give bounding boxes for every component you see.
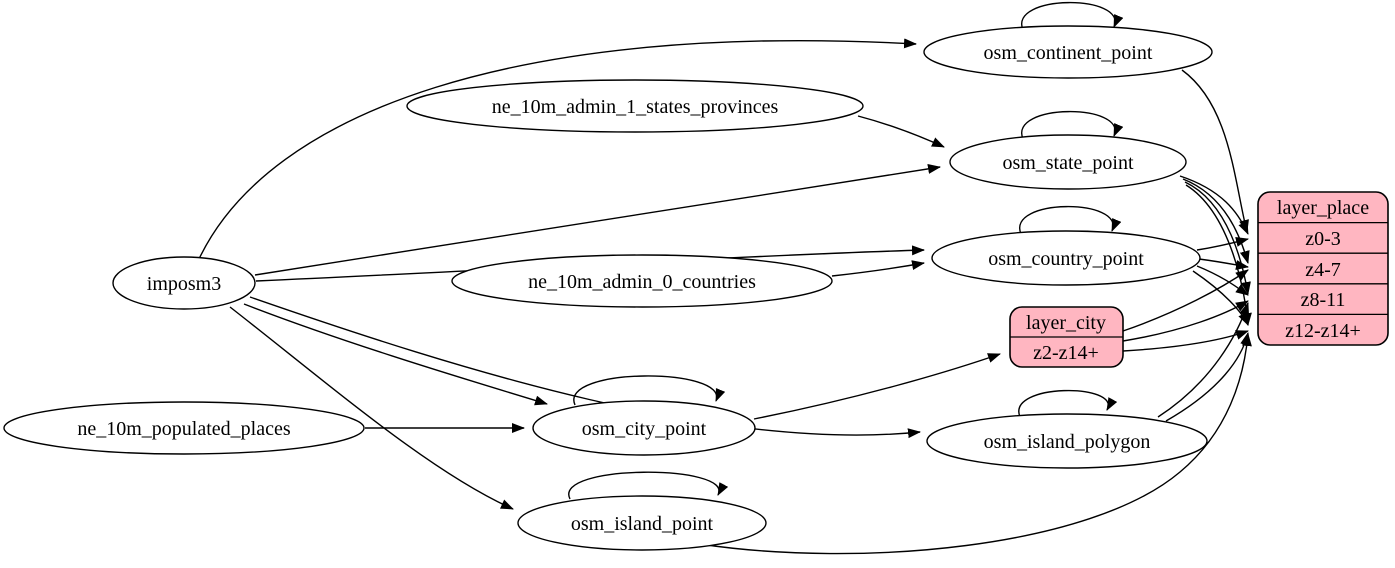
osm-country-ellipse [931, 230, 1201, 286]
osm-state-label: osm_state_point [1002, 152, 1134, 174]
edge-state-layerplace-z0-3 [1179, 175, 1249, 235]
node-osm-state-point: osm_state_point [949, 134, 1187, 190]
layer-place-row-z8-11: z8-11 [1301, 289, 1346, 311]
osm-island-point-ellipse [517, 495, 767, 551]
imposm3-ellipse [112, 256, 256, 310]
layer-place-row-z4-7: z4-7 [1305, 259, 1341, 281]
edge-country-layerplace-z4-7 [1198, 258, 1249, 270]
edge-city-layercity-z2-z14 [753, 353, 1001, 420]
ne-populated-ellipse [3, 401, 365, 455]
layer-city-title: layer_city [1026, 312, 1106, 334]
osm-country-label: osm_country_point [988, 248, 1144, 270]
osm-island-point-label: osm_island_point [571, 513, 714, 535]
edge-islandpoint-layerplace-z12-z14 [699, 333, 1252, 555]
edge-imposm3-osm-island-point [229, 306, 514, 510]
selfloop-osm-island-point [568, 471, 729, 500]
node-osm-city-point: osm_city_point [532, 400, 756, 456]
osm-city-ellipse [532, 400, 756, 456]
record-layer-place: layer_place z0-3 z4-7 z8-11 z12-z14+ [1257, 191, 1389, 346]
node-osm-country-point: osm_country_point [931, 230, 1201, 286]
node-ne-10m-admin-0-countries: ne_10m_admin_0_countries [451, 254, 833, 308]
osm-state-ellipse [949, 134, 1187, 190]
edge-islandpolygon-layerplace-z8-11 [1157, 302, 1250, 418]
node-osm-island-polygon: osm_island_polygon [926, 413, 1208, 469]
layer-place-row-z0-3: z0-3 [1305, 228, 1341, 250]
edge-imposm3-osm-island-polygon [249, 296, 921, 439]
ne-admin0-ellipse [451, 254, 833, 308]
ne-admin1-ellipse [406, 79, 864, 133]
node-osm-continent-point: osm_continent_point [923, 25, 1213, 79]
edge-country-layerplace-z12-z14 [1192, 270, 1249, 326]
selfloop-osm-city-point [573, 375, 726, 406]
osm-city-label: osm_city_point [582, 418, 707, 440]
ne-admin1-label: ne_10m_admin_1_states_provinces [492, 96, 779, 118]
osm-continent-ellipse [923, 25, 1213, 79]
edges [198, 1, 1252, 555]
node-ne-10m-populated-places: ne_10m_populated_places [3, 401, 365, 455]
osm-island-polygon-ellipse [926, 413, 1208, 469]
edge-layercity-layerplace-z12-z14 [1122, 330, 1249, 352]
edge-ne-admin0-osm-country-point [831, 260, 925, 277]
edge-continent-layerplace-z0-3 [1181, 69, 1249, 233]
edge-ne-admin1-osm-state-point [857, 115, 945, 148]
node-osm-island-point: osm_island_point [517, 495, 767, 551]
selfloop-osm-state-point [1021, 110, 1124, 140]
selfloop-osm-island-polygon [1018, 389, 1118, 418]
osm-continent-label: osm_continent_point [984, 42, 1153, 64]
selfloop-osm-continent-point [1021, 1, 1124, 31]
imposm3-label: imposm3 [147, 273, 221, 295]
edge-layercity-layerplace-z4-7 [1122, 269, 1249, 332]
edge-imposm3-osm-city-point [243, 303, 548, 406]
osm-island-polygon-label: osm_island_polygon [984, 431, 1151, 453]
edge-state-layerplace-z4-7 [1182, 178, 1250, 264]
selfloop-osm-country-point [1019, 205, 1122, 235]
layer-place-box [1257, 191, 1389, 346]
layer-place-title: layer_place [1277, 197, 1369, 219]
node-imposm3: imposm3 [112, 256, 256, 310]
layer-city-row-z2-z14: z2-z14+ [1033, 342, 1099, 364]
ne-populated-label: ne_10m_populated_places [77, 418, 290, 440]
record-layer-city: layer_city z2-z14+ [1009, 306, 1124, 368]
node-ne-10m-admin-1-states-provinces: ne_10m_admin_1_states_provinces [406, 79, 864, 133]
edge-imposm3-osm-state-point [254, 164, 941, 276]
edge-imposm3-osm-continent-point [198, 38, 917, 260]
edge-state-layerplace-z8-11 [1184, 181, 1251, 295]
ne-admin0-label: ne_10m_admin_0_countries [528, 271, 756, 293]
edge-country-layerplace-z0-3 [1196, 237, 1249, 251]
layer-place-row-z12-z14: z12-z14+ [1285, 320, 1361, 342]
edge-layercity-layerplace-z8-11 [1122, 300, 1249, 342]
